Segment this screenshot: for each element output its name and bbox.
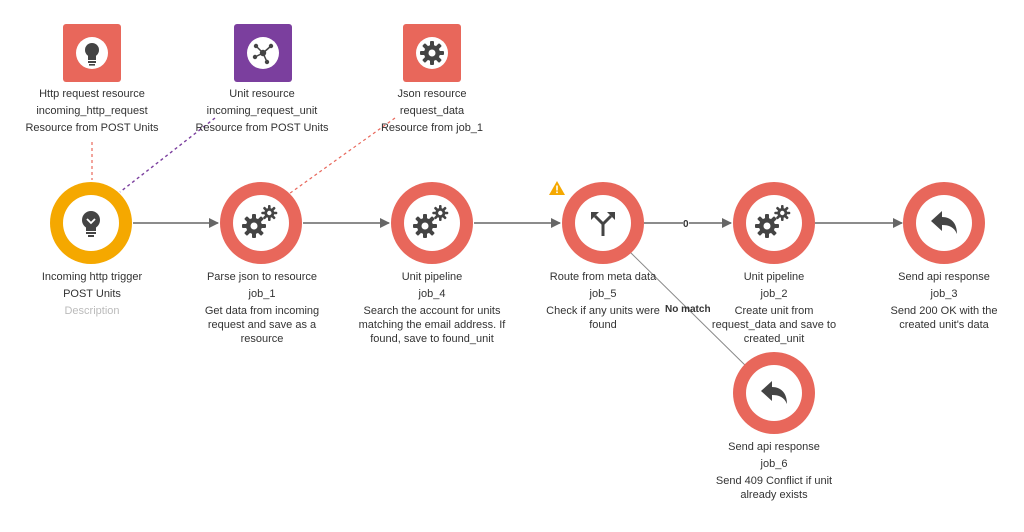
node-subtitle: job_2 <box>760 288 788 300</box>
gear-icon <box>416 37 448 69</box>
node-title: Unit pipeline <box>401 271 463 283</box>
edge-label-no-match: No match <box>665 304 711 315</box>
resource-name: request_data <box>399 105 465 117</box>
node-description: Search the account for units matching th… <box>358 305 506 345</box>
resource-title: Json resource <box>397 88 467 100</box>
node-title: Send api response <box>728 441 820 453</box>
node-label-trigger: Incoming http trigger POST Units Descrip… <box>22 269 162 320</box>
reply-icon <box>761 381 787 404</box>
node-title: Route from meta data <box>549 271 657 283</box>
resource-json[interactable] <box>403 24 461 82</box>
node-title: Parse json to resource <box>206 271 318 283</box>
node-send-api-response-job6[interactable] <box>733 352 815 434</box>
resource-http-request[interactable] <box>63 24 121 82</box>
node-title: Unit pipeline <box>743 271 805 283</box>
node-description: Get data from incoming request and save … <box>204 305 320 345</box>
node-description: Send 200 OK with the created unit's data <box>890 305 998 331</box>
node-description: Description <box>64 305 120 317</box>
node-subtitle: job_4 <box>418 288 446 300</box>
node-description: Send 409 Conflict if unit already exists <box>715 475 833 501</box>
lightbulb-icon <box>76 37 108 69</box>
node-label-job6: Send api response job_6 Send 409 Conflic… <box>704 439 844 502</box>
node-subtitle: POST Units <box>63 288 121 300</box>
node-parse-json[interactable] <box>220 182 302 264</box>
node-title: Incoming http trigger <box>41 271 143 283</box>
reply-icon <box>931 211 957 234</box>
gears-icon <box>755 205 791 238</box>
node-send-api-response-job3[interactable] <box>903 182 985 264</box>
node-label-job4: Unit pipeline job_4 Search the account f… <box>357 269 507 346</box>
node-route-from-meta-data[interactable] <box>562 182 644 264</box>
node-subtitle: job_6 <box>760 458 788 470</box>
node-subtitle: job_5 <box>589 288 617 300</box>
lightbulb-icon <box>82 211 100 237</box>
edge-job5-to-job6[interactable] <box>629 251 751 371</box>
resource-title: Http request resource <box>39 88 145 100</box>
node-unit-pipeline-job4[interactable] <box>391 182 473 264</box>
resource-connector-unit <box>119 117 216 193</box>
edge-label-zero: 0 <box>683 219 689 230</box>
node-unit-pipeline-job2[interactable] <box>733 182 815 264</box>
gears-icon <box>413 205 449 238</box>
resource-name: incoming_request_unit <box>206 105 318 117</box>
resource-source: Resource from POST Units <box>25 122 159 134</box>
resource-source: Resource from POST Units <box>195 122 329 134</box>
node-title: Send api response <box>898 271 990 283</box>
network-icon <box>247 37 279 69</box>
node-description: Create unit from request_data and save t… <box>711 305 837 345</box>
resource-label-http: Http request resource incoming_http_requ… <box>12 86 172 137</box>
node-label-job3: Send api response job_3 Send 200 OK with… <box>874 269 1014 332</box>
node-incoming-http-trigger[interactable] <box>50 182 132 264</box>
node-label-job1: Parse json to resource job_1 Get data fr… <box>192 269 332 346</box>
node-subtitle: job_1 <box>248 288 276 300</box>
resource-title: Unit resource <box>229 88 295 100</box>
resource-name: incoming_http_request <box>36 105 148 117</box>
gears-icon <box>242 205 278 238</box>
resource-label-json: Json resource request_data Resource from… <box>352 86 512 137</box>
resource-label-unit: Unit resource incoming_request_unit Reso… <box>182 86 342 137</box>
resource-connector-json <box>285 117 396 197</box>
node-description: Check if any units were found <box>546 305 660 331</box>
resource-unit[interactable] <box>234 24 292 82</box>
node-subtitle: job_3 <box>930 288 958 300</box>
route-icon <box>591 212 615 236</box>
node-label-job5: Route from meta data job_5 Check if any … <box>533 269 673 332</box>
node-label-job2: Unit pipeline job_2 Create unit from req… <box>704 269 844 346</box>
resource-source: Resource from job_1 <box>380 122 484 134</box>
warning-icon <box>549 181 565 195</box>
